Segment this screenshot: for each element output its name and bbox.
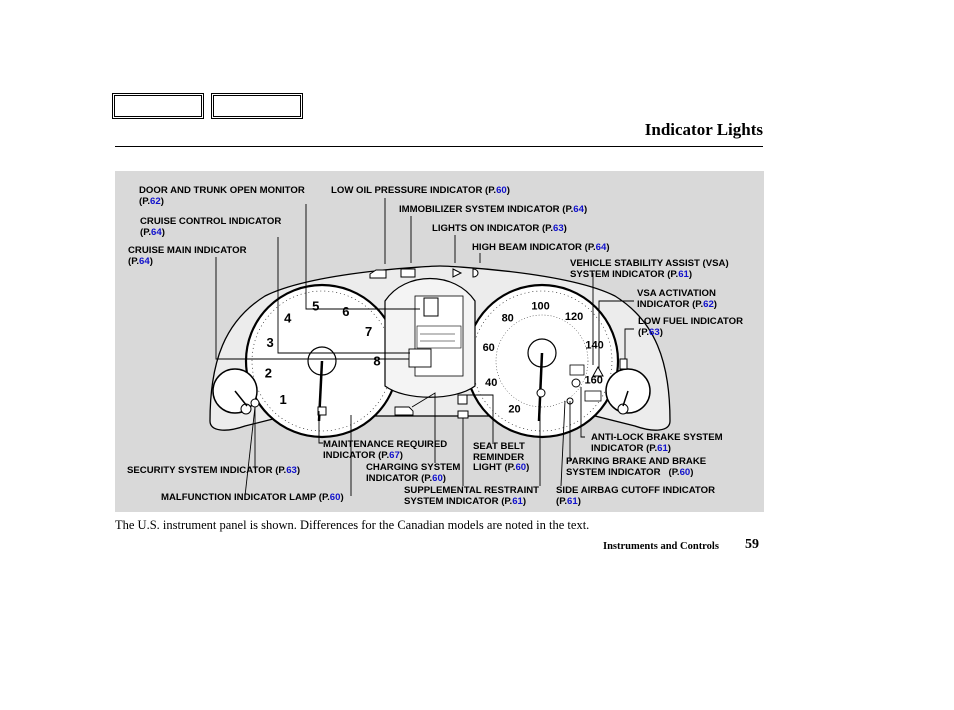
tach-number-1: 1 xyxy=(279,392,286,407)
vsa-system-icon xyxy=(569,364,585,376)
figure-caption: The U.S. instrument panel is shown. Diff… xyxy=(115,518,590,532)
label-security: SECURITY SYSTEM INDICATOR (P.63) xyxy=(127,465,301,476)
leader-line-18 xyxy=(560,400,566,487)
page-title: Indicator Lights xyxy=(644,120,763,139)
speed-number-80: 80 xyxy=(502,313,514,325)
label-low-fuel: LOW FUEL INDICATOR(P.63) xyxy=(638,316,743,338)
charging-indicator-icon xyxy=(457,410,469,419)
section-name: Instruments and Controls xyxy=(603,541,719,552)
leader-line-5 xyxy=(215,257,409,360)
tach-number-8: 8 xyxy=(373,353,380,368)
abs-icon xyxy=(571,378,581,388)
label-cruise-main: CRUISE MAIN INDICATOR(P.64) xyxy=(128,245,247,267)
vsa-activation-icon xyxy=(592,365,604,377)
label-side-airbag: SIDE AIRBAG CUTOFF INDICATOR(P.61) xyxy=(556,485,716,507)
leader-line-12 xyxy=(467,394,494,442)
seat-belt-icon xyxy=(457,394,468,405)
title-rule xyxy=(115,146,763,147)
parking-brake-icon xyxy=(584,390,602,402)
leader-line-9 xyxy=(624,328,634,359)
speed-number-100: 100 xyxy=(531,301,549,313)
label-vsa-system: VEHICLE STABILITY ASSIST (VSA)SYSTEM IND… xyxy=(570,258,729,280)
speed-number-60: 60 xyxy=(483,342,495,354)
leader-line-15 xyxy=(411,392,436,463)
mil-icon xyxy=(317,406,327,416)
lcd-panel xyxy=(414,295,464,377)
leader-line-0 xyxy=(305,204,420,310)
leader-line-19 xyxy=(244,406,256,497)
header-tab-1 xyxy=(112,93,204,119)
tach-number-7: 7 xyxy=(365,324,372,339)
leader-line-3 xyxy=(277,237,410,354)
header-tab-2 xyxy=(211,93,303,119)
speed-number-20: 20 xyxy=(508,403,520,415)
tach-number-5: 5 xyxy=(312,299,319,314)
high-beam-icon xyxy=(472,268,479,278)
tach-number-3: 3 xyxy=(266,335,273,350)
maintenance-icon xyxy=(394,406,414,416)
leader-line-11 xyxy=(318,411,323,444)
label-low-oil: LOW OIL PRESSURE INDICATOR (P.60) xyxy=(331,185,510,196)
speed-number-40: 40 xyxy=(485,377,497,389)
label-immobilizer: IMMOBILIZER SYSTEM INDICATOR (P.64) xyxy=(399,204,588,215)
immobilizer-icon xyxy=(400,268,416,278)
tach-number-4: 4 xyxy=(284,310,292,325)
srs-icon xyxy=(536,388,546,398)
cruise-indicator-icon xyxy=(408,348,432,368)
speed-number-120: 120 xyxy=(565,311,583,323)
leader-line-8 xyxy=(598,300,634,369)
leader-lines xyxy=(215,198,634,497)
label-high-beam: HIGH BEAM INDICATOR (P.64) xyxy=(472,242,610,253)
low-oil-icon xyxy=(369,269,387,279)
label-door-trunk: DOOR AND TRUNK OPEN MONITOR(P.62) xyxy=(139,185,305,207)
label-lights-on: LIGHTS ON INDICATOR (P.63) xyxy=(432,223,567,234)
speed-number-140: 140 xyxy=(585,340,603,352)
page-number: 59 xyxy=(745,537,759,552)
tach-number-6: 6 xyxy=(342,304,349,319)
label-mil: MALFUNCTION INDICATOR LAMP (P.60) xyxy=(161,492,344,503)
speed-number-160: 160 xyxy=(585,375,603,387)
security-indicator-icon xyxy=(250,398,260,408)
lights-on-icon xyxy=(452,268,463,278)
leader-line-10 xyxy=(580,387,585,438)
tach-number-2: 2 xyxy=(265,366,272,381)
low-fuel-icon xyxy=(619,358,628,370)
label-cruise-control: CRUISE CONTROL INDICATOR(P.64) xyxy=(140,216,282,238)
